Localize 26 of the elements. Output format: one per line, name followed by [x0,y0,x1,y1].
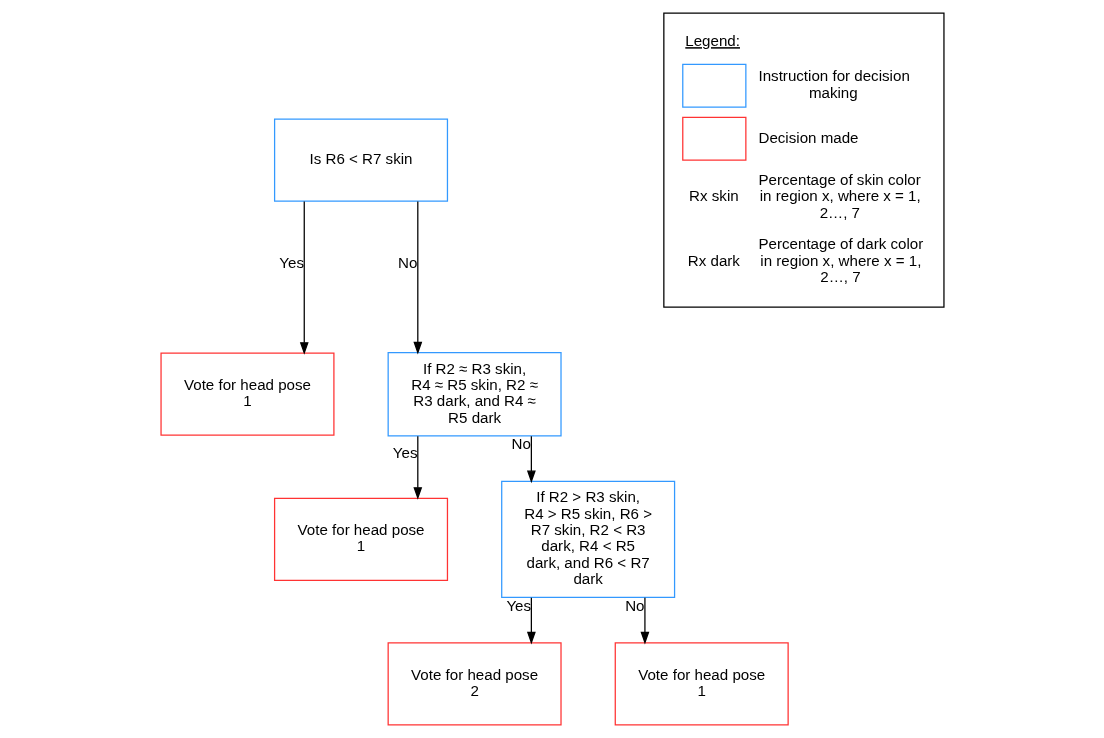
legend-label: Decision made [757,128,859,146]
node-box: Vote for head pose 2 [387,642,562,726]
label: Rx skin [688,187,739,205]
edge-label: Yes [505,596,531,614]
edge-label: No [511,435,531,453]
edge-label: Yes [278,253,304,271]
arrow [526,597,536,645]
arrow [640,597,649,645]
legend-label: Percentage of dark color in region x, where x = 1, 2…, 7 [757,235,923,286]
label: Legend: [684,32,740,50]
node-box: Vote for head pose 1 [273,497,448,581]
arrow [299,200,309,355]
legend-label: Percentage of skin color in region x, where x = 1, 2…, 7 [757,170,921,221]
node-box: If R2 > R3 skin, R4 > R5 skin, R6 > R7 skin, R2 < R3 dark, R4 < R5 dark, and R6 < R7 dark [500,480,675,598]
arrow [526,435,536,484]
label: Rx dark [687,251,740,269]
edge-label: No [397,253,417,271]
legend-label: Instruction for decision making [757,67,910,101]
node-box: Is R6 < R7 skin [273,118,448,202]
node-box: Vote for head pose 1 [614,642,789,726]
edge-label: No [624,596,644,614]
node-box: Vote for head pose 1 [159,352,335,436]
node-box: If R2 ≈ R3 skin, R4 ≈ R5 skin, R2 ≈ R3 dark, and R4 ≈ R5 dark [387,351,562,437]
arrow [412,435,422,500]
arrow [412,200,422,355]
edge-label: Yes [392,443,418,461]
